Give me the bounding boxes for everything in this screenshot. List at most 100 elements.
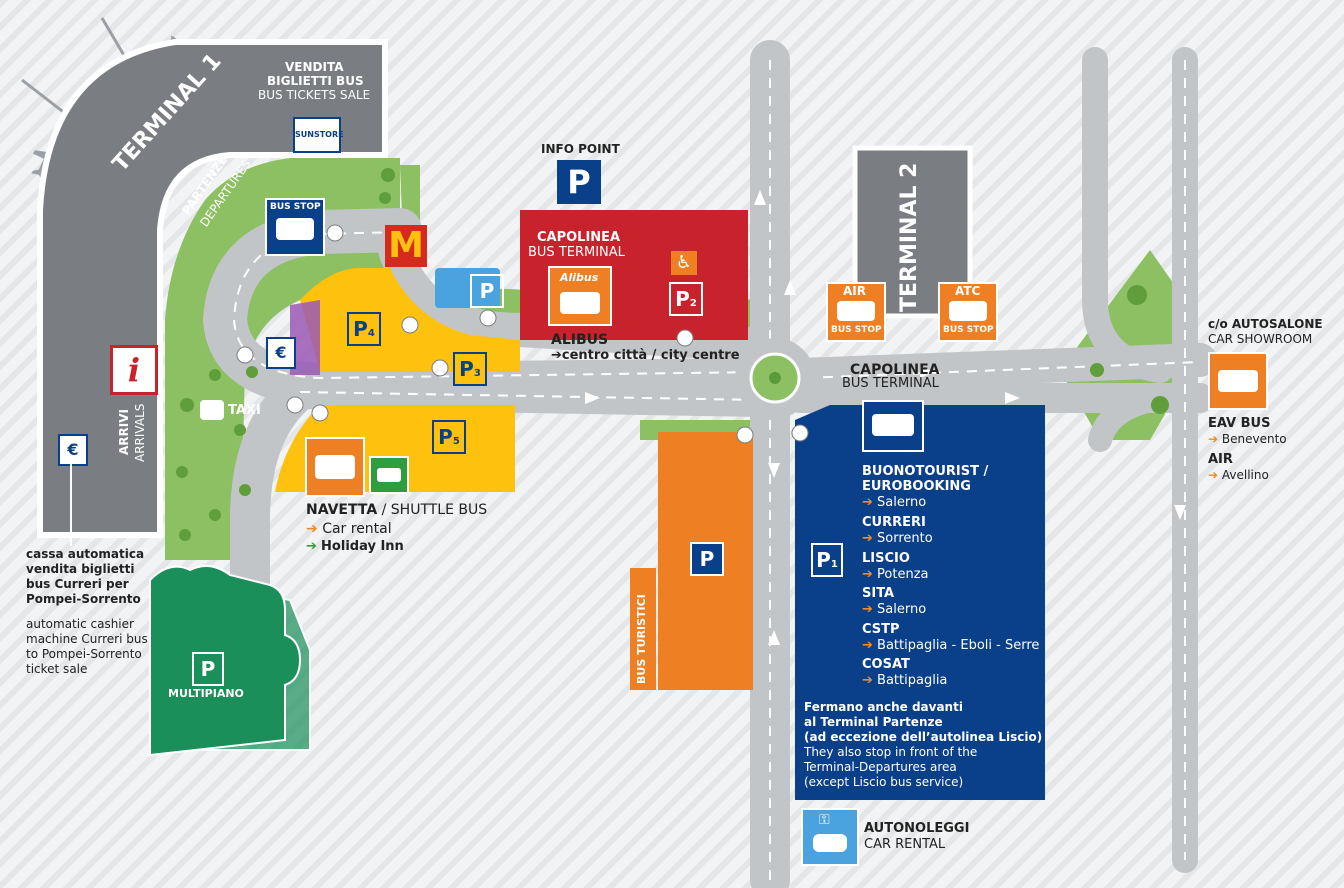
multipiano-p-letter: P bbox=[200, 657, 216, 681]
air-stop-sub: BUS STOP bbox=[831, 325, 882, 335]
bus-line-dest: ➔ Battipaglia bbox=[862, 673, 948, 689]
bus-note-en: They also stop in front of the bbox=[804, 745, 978, 759]
bus-line-dest-text: Potenza bbox=[877, 567, 929, 582]
p3-sign: P3 bbox=[453, 352, 487, 386]
eav-bus-name: EAV BUS bbox=[1208, 416, 1271, 431]
bike-parking-sign: P bbox=[470, 274, 504, 308]
alibus-sign: Alibus bbox=[548, 266, 612, 326]
bus-line-dest-text: Sorrento bbox=[877, 531, 933, 546]
p3-number: 3 bbox=[473, 368, 481, 379]
car-rental-it: AUTONOLEGGI bbox=[864, 821, 970, 836]
bus-icon bbox=[837, 301, 875, 321]
navetta-item-car-rental: ➔ Car rental bbox=[306, 521, 392, 537]
bus-line-name: SITA bbox=[862, 586, 895, 601]
capolinea-mid-it: CAPOLINEA bbox=[850, 362, 940, 378]
taxi-label: TAXI bbox=[228, 403, 261, 418]
orange-arrow-icon: ➔ bbox=[862, 495, 873, 510]
p4-number: 4 bbox=[367, 328, 375, 339]
mcdonalds-icon: M bbox=[385, 225, 427, 267]
bus-stop-t1-sign: BUS STOP bbox=[265, 198, 325, 256]
info-point-sign: P bbox=[557, 160, 601, 204]
ticket-sale-it1: VENDITA bbox=[285, 60, 344, 74]
bus-line-name: COSAT bbox=[862, 657, 910, 672]
sunstore-logo-text: SUNSTORE bbox=[295, 130, 344, 139]
multipiano-label: MULTIPIANO bbox=[168, 687, 244, 700]
orange-arrow-icon: ➔ bbox=[862, 531, 873, 546]
car-rental-en: CAR RENTAL bbox=[864, 837, 946, 852]
orange-arrow-icon: ➔ bbox=[862, 673, 873, 688]
navetta-item-text: Holiday Inn bbox=[321, 539, 404, 554]
info-point-sign-text: P bbox=[567, 163, 591, 201]
bus-icon bbox=[377, 468, 401, 482]
atc-bus-stop-sign: ATC BUS STOP bbox=[938, 282, 998, 342]
p1-area bbox=[795, 405, 1045, 800]
p5-sign: P5 bbox=[432, 420, 466, 454]
cashier-en-line: to Pompei-Sorrento bbox=[26, 647, 142, 661]
bus-line-name: LISCIO bbox=[862, 551, 910, 566]
cashier-it-line: vendita biglietti bbox=[26, 562, 135, 576]
bus-note-it: (ad eccezione dell’autolinea Liscio) bbox=[804, 730, 1043, 744]
navetta-item-holiday-inn: ➔ Holiday Inn bbox=[306, 539, 404, 555]
info-icon: i bbox=[110, 345, 158, 395]
bus-line-name: BUONOTOURIST / bbox=[862, 464, 989, 479]
ticket-sale-it2: BIGLIETTI BUS bbox=[267, 74, 364, 88]
bus-icon bbox=[872, 414, 914, 436]
euro-icon: € bbox=[58, 434, 88, 466]
orange-arrow-icon: ➔ bbox=[1208, 468, 1219, 482]
capolinea-bus-sign bbox=[862, 400, 924, 452]
capolinea-top-en: BUS TERMINAL bbox=[528, 245, 625, 260]
p4-sign: P4 bbox=[347, 312, 381, 346]
p2-sign: P2 bbox=[669, 282, 703, 316]
bus-note-it: Fermano anche davanti bbox=[804, 700, 963, 714]
bus-stop-t1-label: BUS STOP bbox=[270, 202, 321, 212]
bus-line-dest: ➔ Salerno bbox=[862, 495, 927, 511]
bus-icon bbox=[315, 455, 355, 479]
bus-icon bbox=[276, 218, 314, 240]
alibus-name: ALIBUS bbox=[551, 332, 609, 348]
terminal2-label: TERMINAL 2 bbox=[897, 162, 922, 312]
atc-stop-sub: BUS STOP bbox=[943, 325, 994, 335]
p1-number: 1 bbox=[830, 559, 838, 570]
bus-line-dest-text: Battipaglia bbox=[877, 673, 948, 688]
cashier-pointer-line bbox=[70, 464, 72, 546]
p4-letter: P bbox=[353, 317, 368, 341]
eav-bus-dest: ➔ Benevento bbox=[1208, 432, 1287, 447]
terminal1-building bbox=[37, 39, 388, 538]
p3-letter: P bbox=[459, 357, 474, 381]
cashier-it-line: cassa automatica bbox=[26, 547, 145, 561]
euro-icon: € bbox=[266, 337, 296, 369]
bus-line-dest-text: Salerno bbox=[877, 602, 927, 617]
orange-arrow-icon: ➔ bbox=[862, 638, 873, 653]
cashier-en-line: ticket sale bbox=[26, 662, 88, 676]
p2-number: 2 bbox=[689, 298, 697, 309]
bus-note-it: al Terminal Partenze bbox=[804, 715, 943, 729]
autosalone-en: CAR SHOWROOM bbox=[1208, 332, 1313, 346]
bus-note-en: Terminal-Departures area bbox=[804, 760, 957, 774]
alibus-dest-text: centro città / city centre bbox=[561, 348, 740, 363]
green-arrow-icon: ➔ bbox=[306, 539, 317, 554]
cashier-it-line: Pompei-Sorrento bbox=[26, 592, 141, 606]
orange-arrow-icon: ➔ bbox=[862, 567, 873, 582]
orange-arrow-icon: ➔ bbox=[1208, 432, 1219, 446]
orange-arrow-icon: ➔ bbox=[862, 602, 873, 617]
air-stop-name: AIR bbox=[843, 284, 866, 298]
sunstore-logo: SUNSTORE bbox=[293, 117, 344, 153]
navetta-title: NAVETTA / SHUTTLE BUS bbox=[306, 502, 487, 518]
p2-letter: P bbox=[675, 287, 690, 311]
bus-line-dest: ➔ Potenza bbox=[862, 567, 929, 583]
alibus-logo: Alibus bbox=[560, 271, 599, 284]
bus-line-dest: ➔ Salerno bbox=[862, 602, 927, 618]
bus-icon bbox=[560, 292, 600, 314]
eav-bus-dest-text: Benevento bbox=[1221, 432, 1287, 446]
holiday-inn-shuttle-sign bbox=[369, 456, 409, 494]
bus-turistici-p-letter: P bbox=[699, 547, 715, 571]
bus-line-dest: ➔ Sorrento bbox=[862, 531, 933, 547]
bus-note-en: (except Liscio bus service) bbox=[804, 775, 964, 789]
multipiano-p-sign: P bbox=[192, 652, 224, 686]
bus-line-name: CSTP bbox=[862, 622, 900, 637]
ticket-sale-en: BUS TICKETS SALE bbox=[258, 88, 371, 102]
bus-line-name: CURRERI bbox=[862, 515, 926, 530]
car-rental-sign: ⚿ bbox=[801, 808, 859, 866]
bus-line-dest-text: Salerno bbox=[877, 495, 927, 510]
